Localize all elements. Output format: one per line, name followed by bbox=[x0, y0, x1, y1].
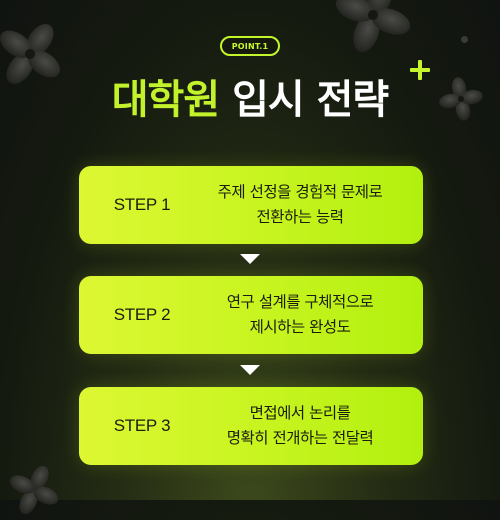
step-description: 주제 선정을 경험적 문제로 전환하는 능력 bbox=[205, 180, 423, 230]
step-description-line: 연구 설계를 구체적으로 bbox=[226, 293, 374, 311]
step-description-line: 제시하는 완성도 bbox=[249, 318, 351, 336]
step-card: STEP 1 주제 선정을 경험적 문제로 전환하는 능력 bbox=[79, 166, 423, 244]
plus-icon bbox=[410, 60, 430, 80]
step-description-line: 면접에서 논리를 bbox=[249, 404, 351, 422]
step-description: 면접에서 논리를 명확히 전개하는 전달력 bbox=[205, 401, 423, 451]
step-label: STEP 1 bbox=[113, 195, 171, 214]
flower-decoration-icon bbox=[439, 77, 483, 121]
flower-decoration-icon bbox=[335, 0, 411, 53]
step-description: 연구 설계를 구체적으로 제시하는 완성도 bbox=[205, 290, 423, 340]
point-badge: POINT.1 bbox=[220, 36, 280, 56]
flower-decoration-icon bbox=[9, 465, 59, 515]
title-highlight: 대학원 bbox=[111, 77, 220, 123]
step-description-line: 명확히 전개하는 전달력 bbox=[226, 429, 374, 447]
arrow-down-icon bbox=[240, 365, 260, 375]
dot-decoration-icon bbox=[461, 36, 468, 43]
arrow-down-icon bbox=[240, 254, 260, 264]
flower-decoration-icon bbox=[0, 24, 60, 84]
title-rest: 입시 전략 bbox=[232, 77, 389, 123]
step-description-line: 주제 선정을 경험적 문제로 bbox=[217, 183, 383, 201]
step-card: STEP 3 면접에서 논리를 명확히 전개하는 전달력 bbox=[79, 387, 423, 465]
step-description-line: 전환하는 능력 bbox=[256, 208, 345, 226]
step-label: STEP 3 bbox=[113, 416, 171, 435]
step-card: STEP 2 연구 설계를 구체적으로 제시하는 완성도 bbox=[79, 276, 423, 354]
page-title: 대학원 입시 전략 bbox=[0, 74, 500, 126]
step-label: STEP 2 bbox=[113, 305, 171, 324]
